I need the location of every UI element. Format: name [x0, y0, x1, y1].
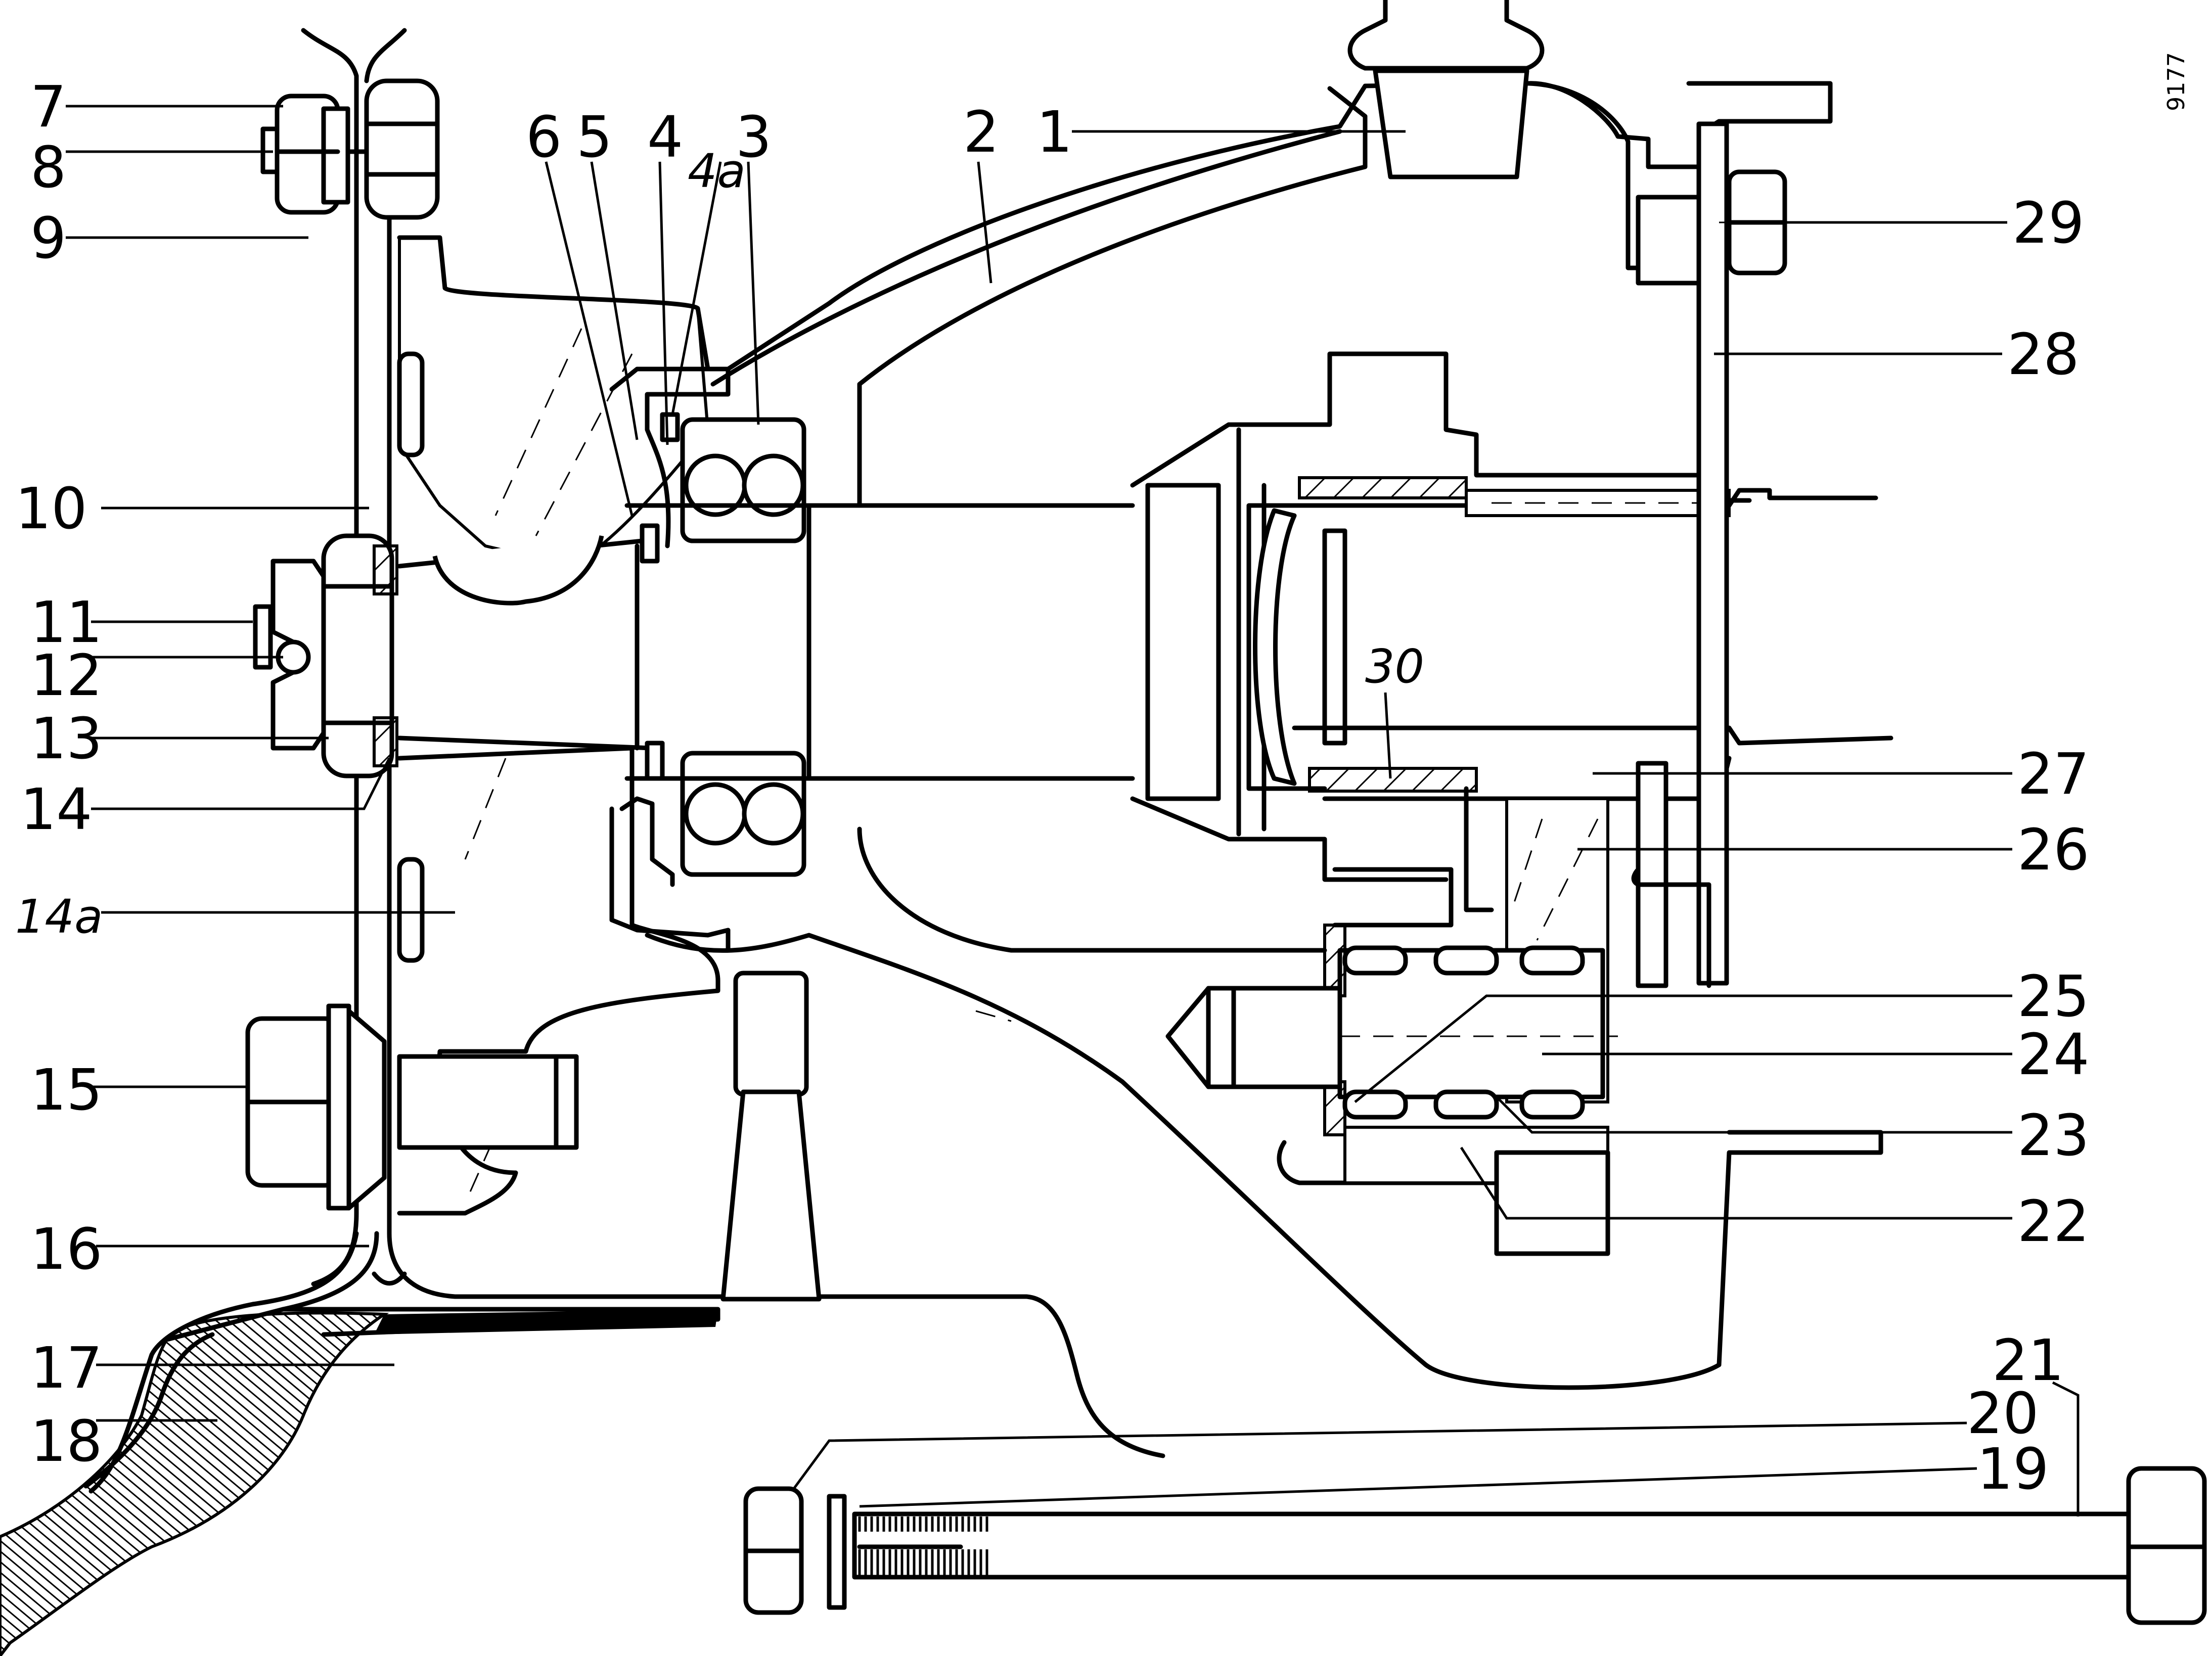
- cover-plate-28-bolt-29: [1636, 121, 1787, 988]
- leader-lines: [66, 105, 2080, 1516]
- callout-28: 28: [2007, 322, 2080, 388]
- center-lines: [975, 221, 1921, 1037]
- callout-4: 4: [647, 105, 683, 170]
- callout-7: 7: [30, 74, 66, 140]
- callout-13: 13: [30, 706, 103, 772]
- loose-parts-19-20-21: [743, 1466, 2207, 1625]
- callout-labels: 1 2 3 4 4a 5 6 7 8 9 10 11 12 13 14 14a …: [15, 74, 2090, 1502]
- bolt-thread: [858, 1516, 988, 1576]
- callout-10: 10: [15, 476, 87, 542]
- callout-21: 21: [1992, 1328, 2064, 1394]
- callout-15: 15: [30, 1057, 103, 1123]
- callout-20: 20: [1967, 1381, 2039, 1447]
- figure-reference-number: 9177: [2162, 52, 2190, 111]
- callout-16: 16: [30, 1217, 103, 1282]
- lower-mount-bolt-15: [245, 1003, 579, 1211]
- callout-25: 25: [2017, 964, 2090, 1030]
- callout-6: 6: [526, 105, 562, 170]
- pinion-gear-assembly-22-26: [1165, 797, 1711, 1256]
- mount-bracket-14a: [397, 235, 720, 1216]
- callout-27: 27: [2017, 742, 2090, 807]
- underbody-16-17-18: [0, 1271, 720, 1656]
- callout-29: 29: [2012, 191, 2085, 256]
- callout-14: 14: [20, 777, 93, 843]
- callout-12: 12: [30, 643, 103, 709]
- housing-2: [645, 81, 1883, 1390]
- callout-22: 22: [2017, 1189, 2090, 1255]
- callout-14a: 14a: [15, 890, 103, 944]
- callout-11: 11: [30, 590, 103, 656]
- callout-17: 17: [30, 1336, 103, 1401]
- drive-flange-nut-11-14: [253, 523, 655, 778]
- body-panel: [88, 28, 1165, 1494]
- callout-23: 23: [2017, 1103, 2090, 1169]
- fill-plug-1: [1347, 0, 1545, 179]
- callout-8: 8: [30, 135, 66, 201]
- callout-18: 18: [30, 1409, 103, 1475]
- callout-30: 30: [1365, 639, 1424, 694]
- callout-24: 24: [2017, 1022, 2090, 1088]
- upper-mount-bolt-7-8-9: [260, 78, 440, 220]
- callout-19: 19: [1977, 1437, 2049, 1502]
- callout-4a: 4a: [688, 144, 746, 198]
- support-column: [720, 971, 822, 1302]
- callout-26: 26: [2017, 817, 2090, 883]
- callout-1: 1: [1036, 100, 1072, 165]
- callout-2: 2: [963, 100, 999, 165]
- callout-9: 9: [30, 206, 66, 271]
- callout-5: 5: [576, 105, 612, 170]
- callout-3: 3: [736, 105, 772, 170]
- bearing-assembly-3-6: [609, 366, 1135, 953]
